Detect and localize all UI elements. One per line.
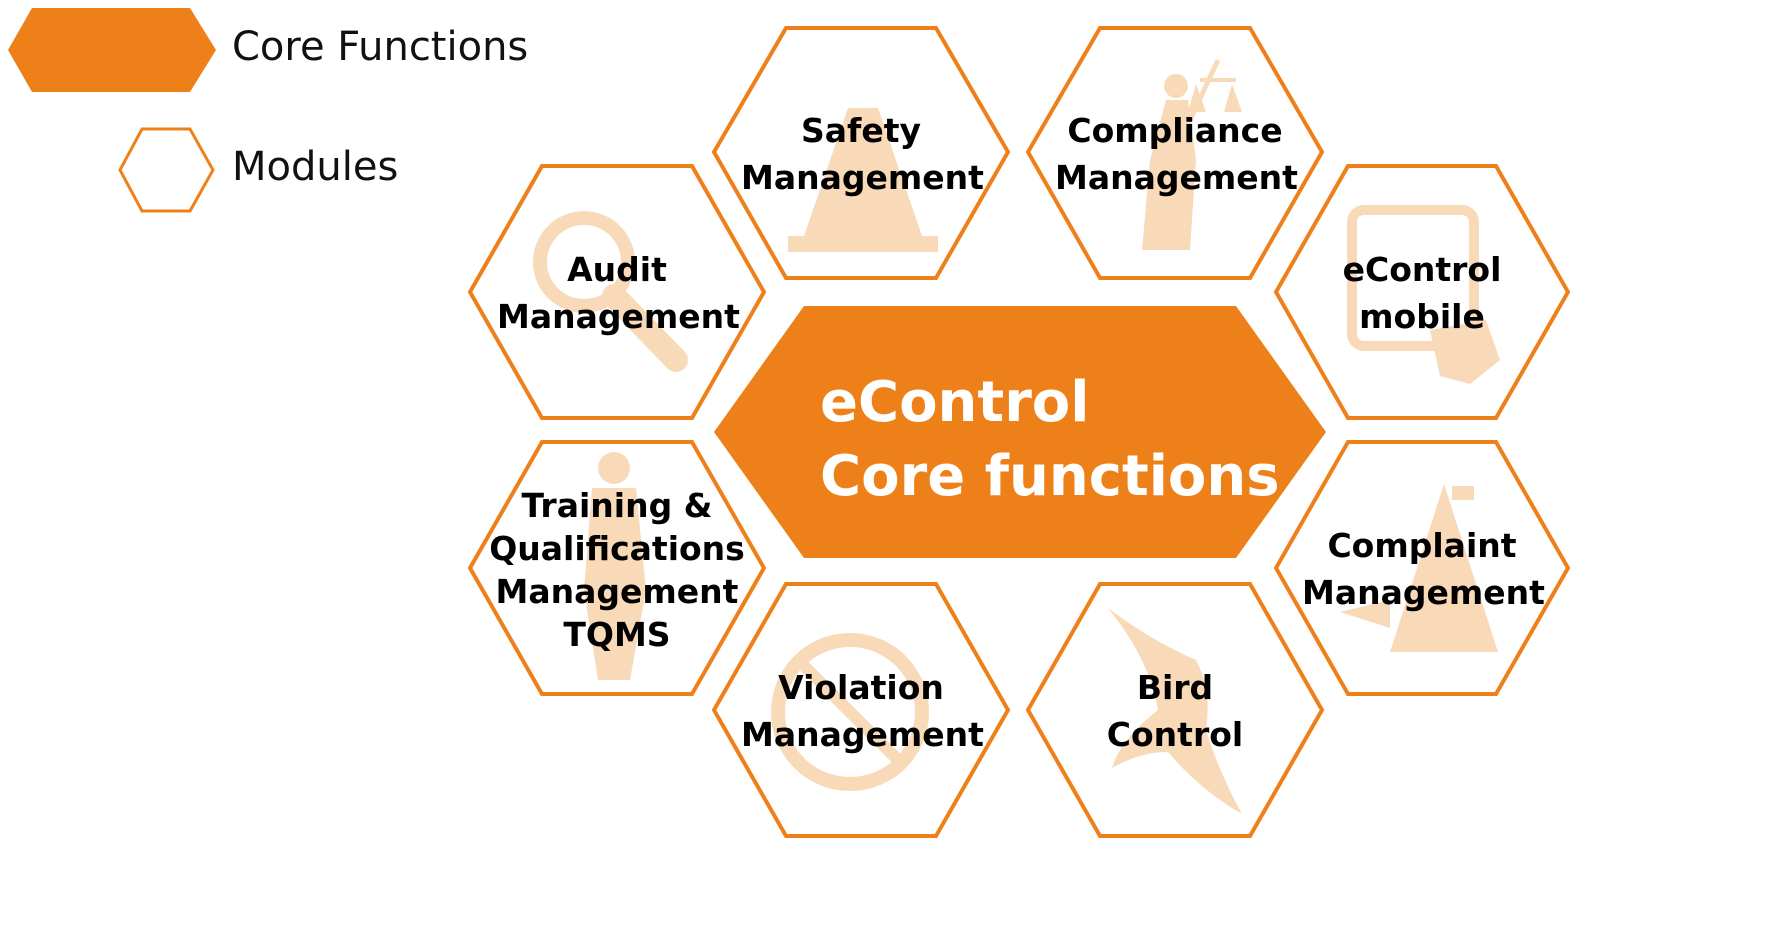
legend-module-swatch (118, 127, 215, 213)
module-bird-hexagon (1025, 582, 1325, 838)
bird-icon (1108, 608, 1242, 814)
module-complaint-label: Complaint Management (1302, 522, 1545, 616)
module-safety-hexagon (711, 26, 1011, 280)
module-violation-label: Violation Management (741, 664, 984, 758)
magnifier-icon (533, 211, 688, 372)
module-mobile (1273, 164, 1571, 420)
module-training-label: Training & Qualifications Management TQM… (487, 484, 747, 656)
module-training-line4: TQMS (563, 615, 671, 654)
module-complaint-hexagon (1273, 440, 1571, 696)
traffic-cone-icon (788, 108, 938, 252)
module-safety-line2: Management (741, 158, 984, 197)
core-title: eControl Core functions (820, 366, 1280, 514)
module-violation-hexagon (711, 582, 1011, 838)
module-audit-line1: Audit (567, 250, 667, 289)
module-compliance-line1: Compliance (1067, 111, 1283, 150)
module-complaint-line2: Management (1302, 573, 1545, 612)
module-training (467, 440, 767, 696)
legend-module-label: Modules (232, 144, 399, 190)
megaphone-icon (1340, 484, 1498, 652)
justice-statue-icon (1142, 58, 1242, 250)
module-training-line1: Training & (521, 486, 713, 525)
legend-core-label: Core Functions (232, 24, 529, 70)
module-compliance-hexagon (1025, 26, 1325, 280)
module-violation-line2: Management (741, 715, 984, 754)
module-mobile-line2: mobile (1359, 297, 1485, 336)
module-training-line2: Qualifications (489, 529, 745, 568)
module-violation (711, 582, 1011, 838)
module-compliance-label: Compliance Management (1055, 107, 1298, 201)
tablet-hand-icon (1347, 205, 1500, 384)
module-audit-line2: Management (497, 297, 740, 336)
module-audit-label: Audit Management (497, 246, 740, 340)
module-training-line3: Management (495, 572, 739, 611)
module-safety-label: Safety Management (741, 107, 984, 201)
module-violation-line1: Violation (778, 668, 944, 707)
module-compliance (1025, 26, 1325, 280)
module-mobile-label: eControl mobile (1302, 246, 1542, 340)
module-bird-line2: Control (1106, 715, 1244, 754)
core-title-line2: Core functions (820, 444, 1280, 509)
worker-icon (584, 452, 646, 680)
module-training-hexagon (467, 440, 767, 696)
module-bird (1025, 582, 1325, 838)
module-safety-line1: Safety (800, 111, 922, 150)
stop-hand-icon (771, 633, 929, 791)
module-bird-line1: Bird (1136, 668, 1214, 707)
module-audit-hexagon (467, 164, 767, 420)
module-audit (467, 164, 767, 420)
legend-core-swatch (8, 8, 216, 92)
module-mobile-hexagon (1273, 164, 1571, 420)
module-complaint-line1: Complaint (1327, 526, 1517, 565)
module-compliance-line2: Management (1055, 158, 1298, 197)
module-safety (711, 26, 1011, 280)
core-hexagon (714, 306, 1326, 558)
module-bird-label: Bird Control (1055, 664, 1295, 758)
module-mobile-line1: eControl (1342, 250, 1502, 289)
module-complaint (1273, 440, 1571, 696)
core-title-line1: eControl (820, 370, 1090, 435)
